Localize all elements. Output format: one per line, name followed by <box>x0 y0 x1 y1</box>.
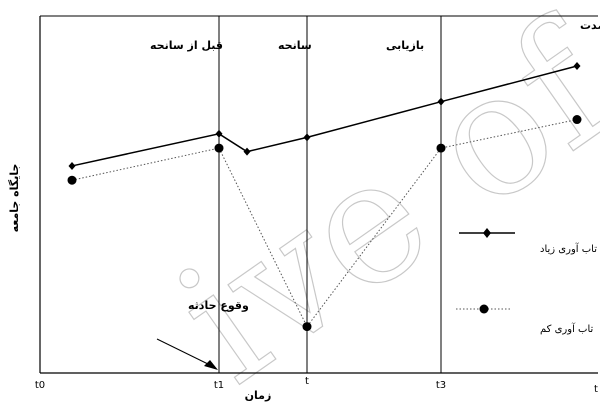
legend: تاب آوری زیاد تاب آوری کم <box>456 228 597 335</box>
svg-text:ive of S: ive of S <box>144 0 600 403</box>
phase-label-recovery: بازیابی <box>386 39 424 52</box>
x-tick-label: t1 <box>214 380 224 391</box>
series-1-point <box>67 175 77 185</box>
series-1-point <box>572 115 582 125</box>
series-0-point <box>68 161 76 170</box>
series-0-point <box>243 147 251 156</box>
series-1-point <box>302 322 312 332</box>
legend-marker-low <box>479 304 489 314</box>
x-tick-label: t <box>305 376 309 387</box>
watermark: ive of S <box>144 0 600 407</box>
series-0-point <box>437 97 445 106</box>
legend-label-high: تاب آوری زیاد <box>540 242 597 255</box>
x-axis-label: زمان <box>245 389 272 402</box>
series-0-point <box>303 133 311 142</box>
series-line-0 <box>71 65 578 167</box>
series-0-point <box>215 129 223 138</box>
annotation-arrow <box>156 338 211 366</box>
x-tick-label: t <box>594 384 598 395</box>
phase-label-before: قبل از سانحه <box>150 39 223 52</box>
series-0-point <box>573 61 581 70</box>
legend-marker-high <box>483 228 491 238</box>
phase-label-long-recovery: دوره بازیابی طولانی مدت <box>580 19 600 32</box>
x-tick-label: t3 <box>436 380 446 391</box>
annotation-arrowhead <box>204 360 218 370</box>
phase-label-disaster: سانحه <box>278 39 312 52</box>
y-axis-label: جایگاه جامعه <box>8 164 21 233</box>
annotation-incident: وقوع حادثه <box>188 299 249 312</box>
series-1-point <box>214 143 224 153</box>
legend-label-low: تاب آوری کم <box>540 322 593 335</box>
series-1-point <box>436 143 446 153</box>
x-tick-label: t0 <box>35 380 45 391</box>
series-layer <box>67 61 582 332</box>
